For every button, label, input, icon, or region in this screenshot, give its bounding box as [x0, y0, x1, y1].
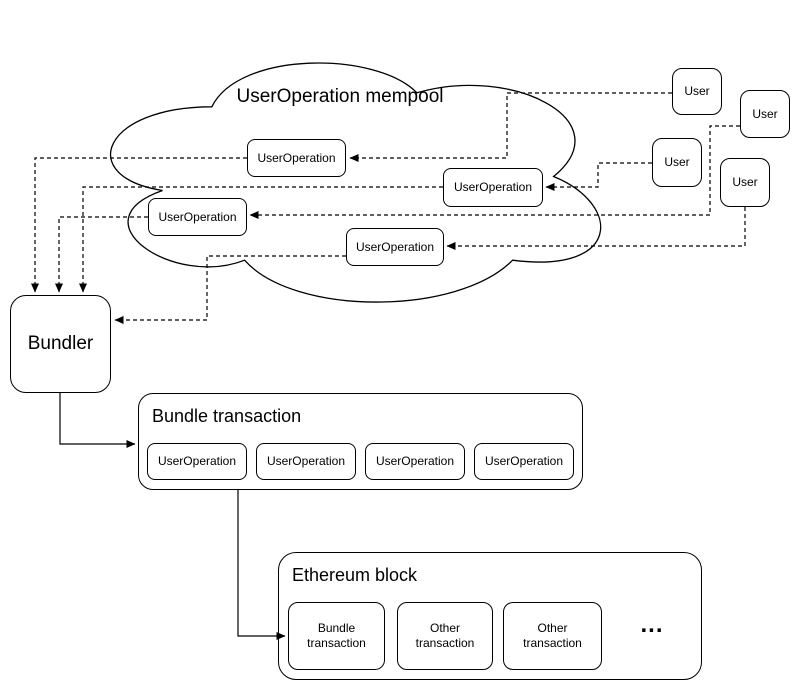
eth-ellipsis: ... [640, 611, 664, 638]
edge-bundler-to-bundle-transaction [59, 393, 136, 448]
user-node-1: User [672, 68, 722, 115]
bundle-userop-2: UserOperation [256, 443, 356, 480]
userop-node-2: UserOperation [443, 168, 543, 207]
userop-node-1: UserOperation [247, 139, 346, 177]
bundler-node: Bundler [10, 295, 111, 393]
bundle-transaction-title: Bundle transaction [152, 406, 302, 426]
userop-node-3: UserOperation [148, 198, 247, 236]
eth-tx-other-1: Other transaction [397, 602, 493, 670]
edge-userop4-to-bundler [114, 255, 346, 324]
edge-user4-to-userop4 [446, 207, 746, 250]
mempool-title: UserOperation mempool [236, 86, 444, 107]
eth-tx-bundle: Bundle transaction [288, 602, 385, 670]
edge-userop2-to-bundler [79, 186, 443, 293]
bundle-userop-4: UserOperation [474, 443, 574, 480]
userop-node-4: UserOperation [346, 228, 444, 266]
bundle-userop-3: UserOperation [365, 443, 465, 480]
bundle-userop-1: UserOperation [147, 443, 247, 480]
eth-tx-other-2: Other transaction [503, 602, 602, 670]
ethereum-block-title: Ethereum block [292, 565, 418, 585]
edge-user3-to-userop2 [545, 162, 652, 191]
edge-user1-to-userop1 [349, 92, 672, 162]
user-node-2: User [740, 90, 790, 138]
user-node-4: User [720, 158, 770, 207]
edge-userop3-to-bundler [55, 216, 148, 293]
edge-user2-to-userop3 [249, 125, 740, 219]
ethereum-block-container [278, 552, 702, 680]
edge-bundle-transaction-to-ethereum-block [237, 490, 286, 640]
mempool-cloud [109, 62, 602, 303]
edge-userop1-to-bundler [31, 157, 247, 293]
user-node-3: User [652, 138, 702, 187]
bundle-transaction-container [138, 393, 583, 490]
